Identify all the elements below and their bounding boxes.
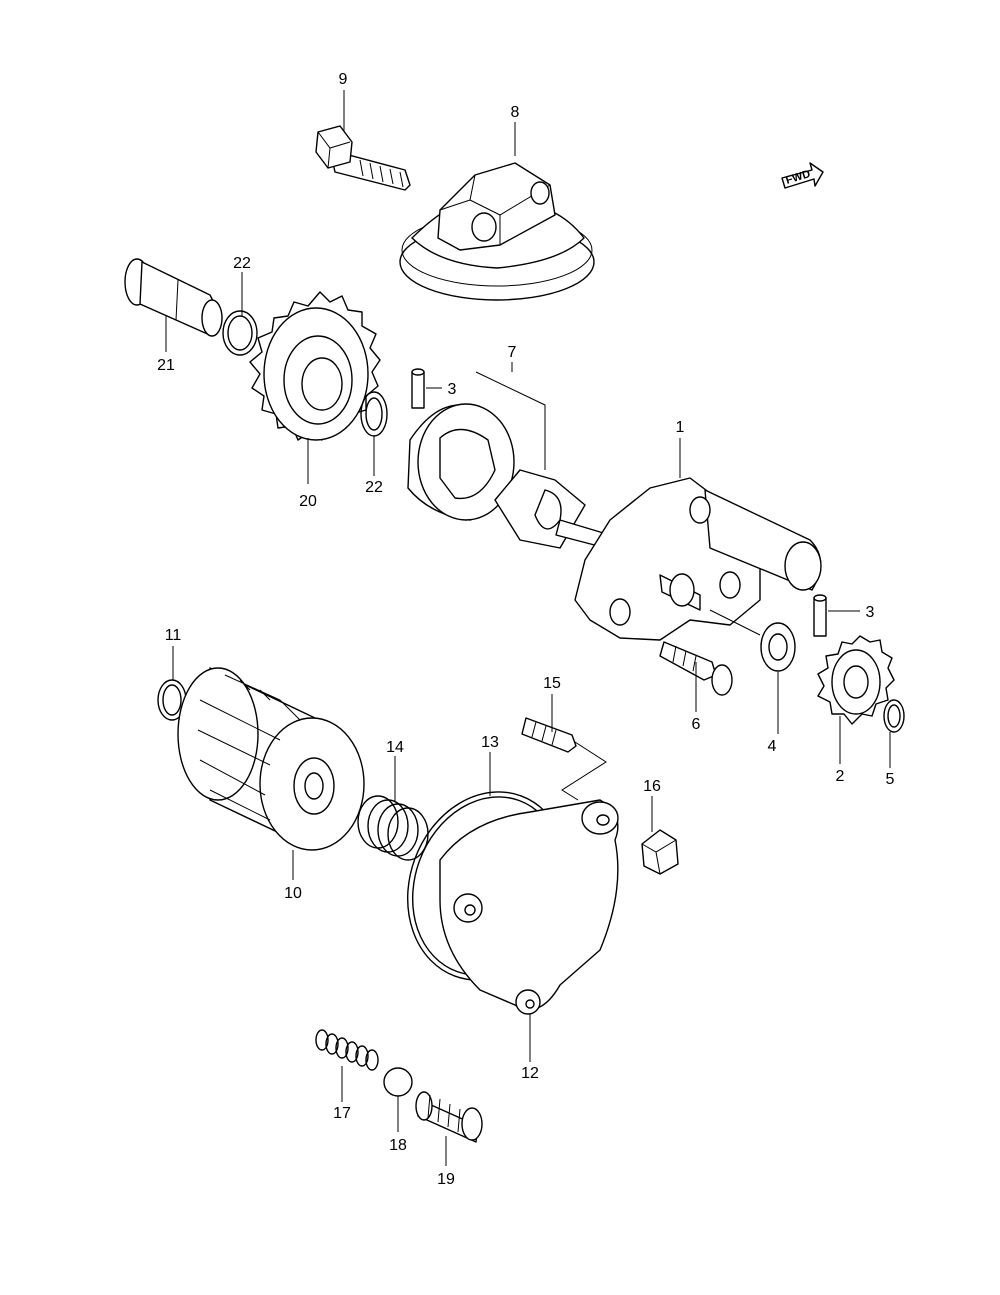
oil-pump-body-part-1 [574, 477, 822, 641]
circlip-part-5 [883, 699, 905, 733]
spring-part-14 [357, 795, 429, 861]
callout-3a: 3 [448, 381, 457, 398]
callout-21: 21 [157, 357, 175, 374]
callout-18: 18 [389, 1137, 407, 1154]
callout-7: 7 [508, 344, 517, 361]
callout-19: 19 [437, 1171, 455, 1188]
callout-22a: 22 [233, 255, 251, 272]
bolt-part-9 [315, 125, 411, 191]
callout-3b: 3 [866, 604, 875, 621]
gear-part-20 [249, 291, 381, 441]
plug-part-16 [641, 829, 679, 875]
callout-labels: 1 2 3 3 4 5 6 7 8 9 10 11 12 13 14 15 16… [157, 71, 894, 1188]
callout-10: 10 [284, 885, 302, 902]
plug-bolt-part-19 [415, 1091, 483, 1143]
callout-20: 20 [299, 493, 317, 510]
callout-22b: 22 [365, 479, 383, 496]
oil-strainer-part-8 [399, 162, 595, 301]
callout-4: 4 [768, 738, 777, 755]
stud-part-15 [521, 717, 577, 753]
callout-9: 9 [339, 71, 348, 88]
callout-1: 1 [676, 419, 685, 436]
leader-lines [165, 90, 891, 1166]
callout-6: 6 [692, 716, 701, 733]
ball-part-18 [383, 1067, 413, 1097]
callout-14: 14 [386, 739, 404, 756]
callout-16: 16 [643, 778, 661, 795]
callout-11: 11 [165, 627, 182, 644]
callout-2: 2 [836, 768, 845, 785]
pump-rotor-part-7 [407, 371, 611, 549]
dowel-pin-part-3b [813, 594, 827, 637]
dowel-pin-part-3a [411, 368, 425, 409]
callout-5: 5 [886, 771, 895, 788]
callout-12: 12 [521, 1065, 539, 1082]
filter-cover-part-12 [439, 799, 619, 1015]
callout-8: 8 [511, 104, 520, 121]
spring-part-17 [315, 1029, 379, 1071]
washer-part-4 [760, 622, 796, 672]
callout-15: 15 [543, 675, 561, 692]
shaft-part-21 [124, 258, 223, 337]
oil-filter-part-10 [177, 667, 365, 851]
circlip-part-22a [222, 310, 258, 356]
circlip-part-22b [360, 391, 388, 437]
callout-17: 17 [333, 1105, 351, 1122]
gear-part-2 [817, 635, 895, 725]
callout-13: 13 [481, 734, 499, 751]
fwd-arrow-icon: FWD [781, 162, 824, 189]
screw-part-6 [659, 641, 733, 696]
